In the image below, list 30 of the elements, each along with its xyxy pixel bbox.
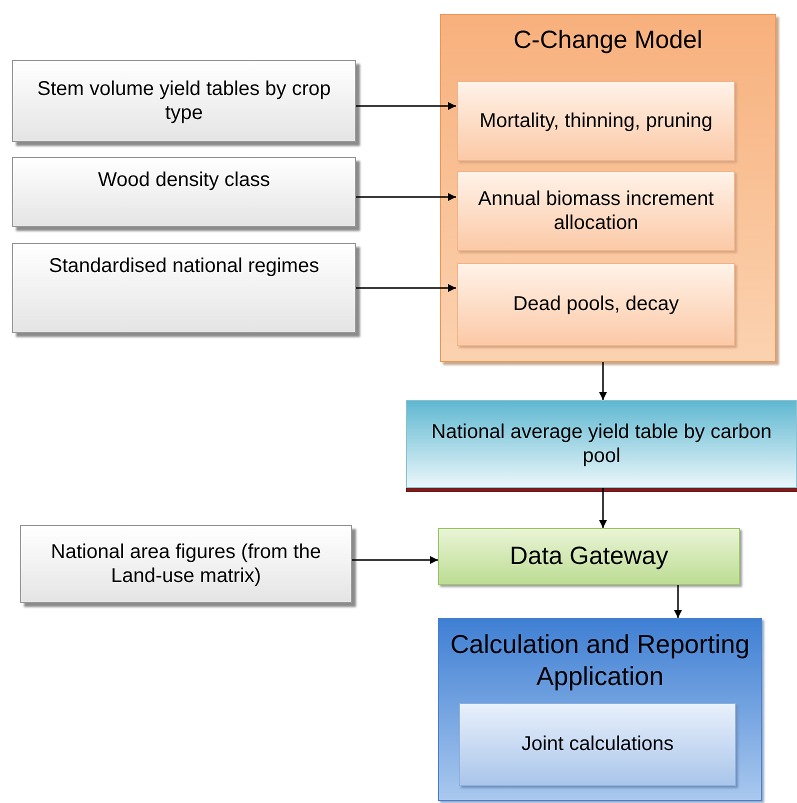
- box-label: Wood density class: [98, 168, 270, 192]
- arrow: [356, 193, 456, 201]
- process-box: [457, 171, 735, 251]
- process-box: [440, 14, 776, 362]
- process-box: [459, 703, 736, 786]
- box-label: National average yield table by carbon pool: [430, 420, 773, 468]
- process-box: [438, 528, 740, 585]
- process-box: [438, 618, 762, 801]
- box-label: Data Gateway: [510, 541, 668, 572]
- process-box: [457, 263, 735, 346]
- process-box: [12, 243, 356, 333]
- process-box: [12, 157, 356, 227]
- box-label: Stem volume yield tables by crop type: [36, 76, 332, 126]
- arrow: [356, 284, 456, 292]
- box-label: Mortality, thinning, pruning: [479, 108, 713, 134]
- arrow: [599, 362, 607, 400]
- box-label: Annual biomass increment allocation: [477, 186, 715, 236]
- box-label: Standardised national regimes: [48, 254, 320, 278]
- box-label: Dead pools, decay: [513, 292, 679, 317]
- process-box: [20, 525, 352, 603]
- box-label: Calculation and Reporting Application: [449, 629, 751, 692]
- arrow: [352, 556, 438, 564]
- arrow: [599, 488, 607, 528]
- process-box: [12, 60, 356, 142]
- arrow: [674, 585, 682, 618]
- process-box: [457, 81, 735, 161]
- arrow: [356, 102, 456, 110]
- box-label: Joint calculations: [521, 732, 674, 757]
- box-label: C-Change Model: [514, 25, 702, 56]
- box-label: National area figures (from the Land-use matrix): [50, 540, 322, 588]
